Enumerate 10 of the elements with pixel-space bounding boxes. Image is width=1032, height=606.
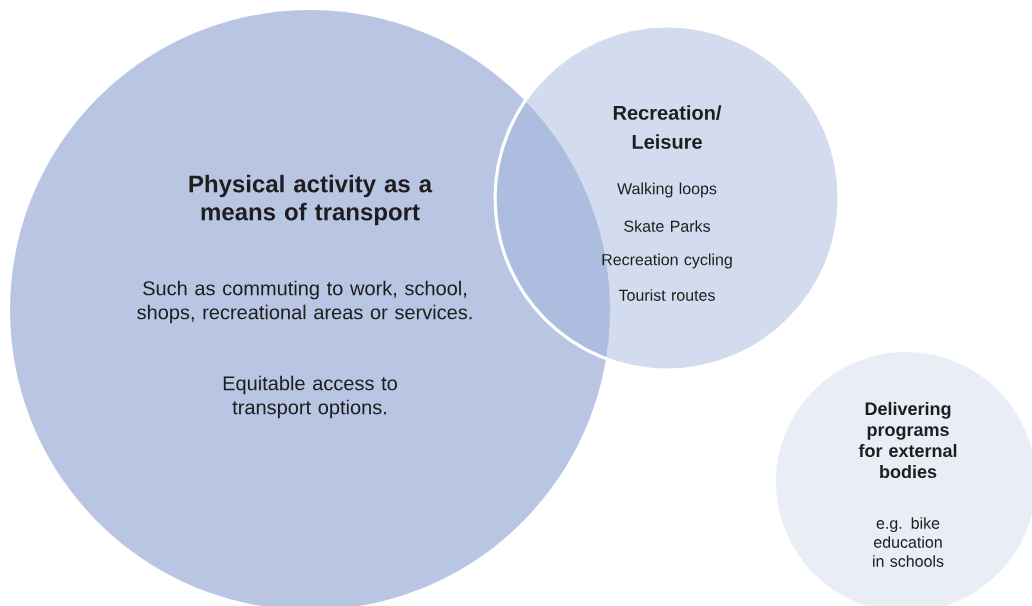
heading: Physical activity as a means of transport (189, 174, 433, 226)
body-text: Recreation cycling (602, 253, 732, 269)
body-text: e.g. bike education in schools (873, 517, 944, 567)
body-text: Walking loops (617, 182, 717, 198)
heading: Recreation/ Leisure (613, 105, 722, 149)
body-text: Such as commuting to work, school, shops, recreational areas or services. (137, 280, 472, 324)
body-text: Skate Parks (624, 220, 710, 232)
body-text: Equitable access to transport options. (223, 375, 397, 419)
heading: Delivering programs for external bodies (858, 401, 957, 479)
body-text: Tourist routes (618, 289, 715, 301)
